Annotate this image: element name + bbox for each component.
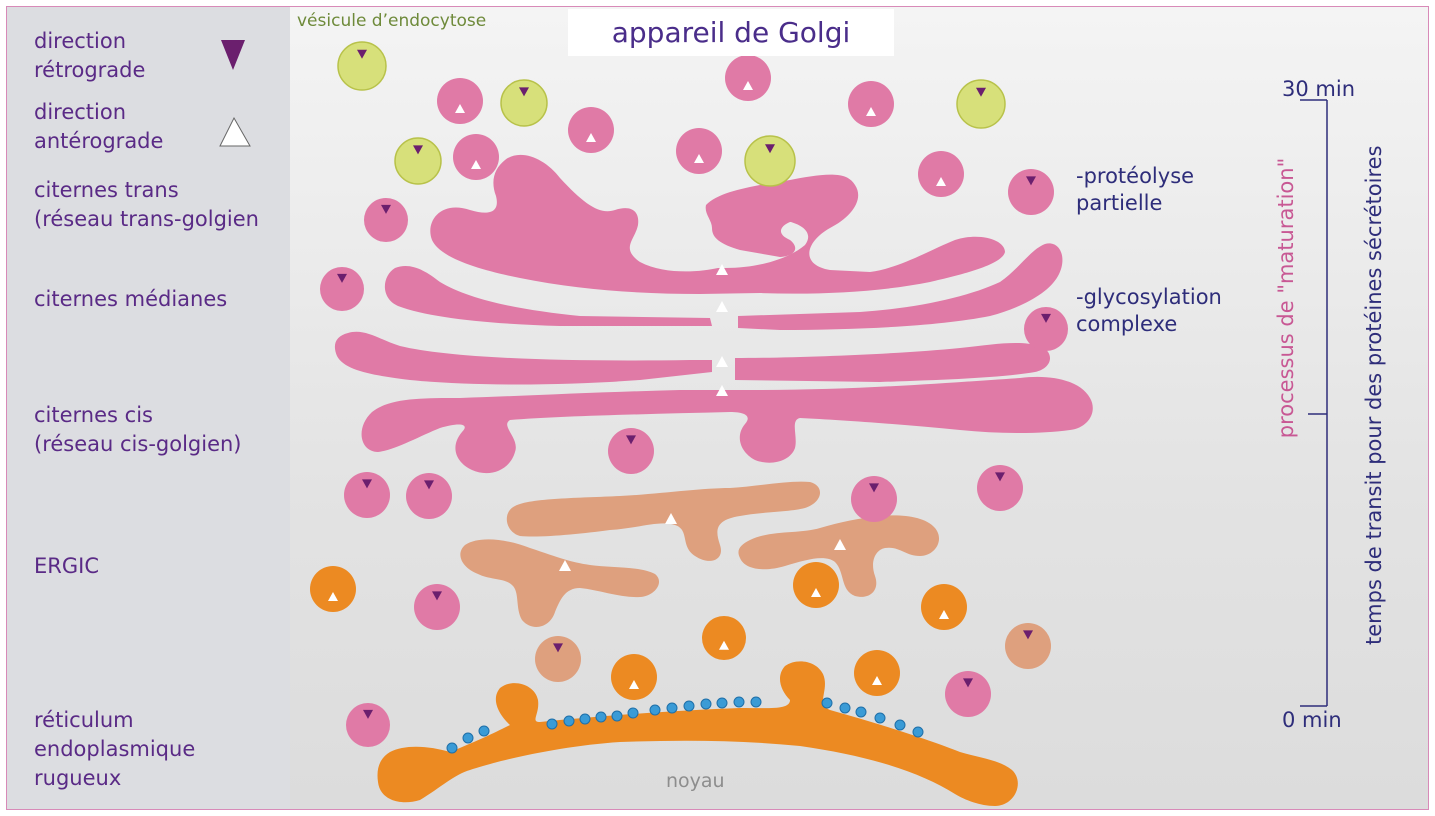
ribosome: [650, 705, 660, 715]
ribosome: [564, 716, 574, 726]
ribosome: [628, 708, 638, 718]
glycosylation-annotation: -glycosylation complexe: [1076, 284, 1222, 338]
retrograde-marker-icon: [221, 40, 245, 70]
ribosome: [895, 720, 905, 730]
ribosome: [875, 713, 885, 723]
endocytic-vesicle: [957, 80, 1005, 128]
transport-vesicle: [453, 134, 499, 180]
transport-vesicle: [568, 107, 614, 153]
transport-vesicle: [848, 81, 894, 127]
maturation-process-label: processus de "maturation": [1271, 88, 1301, 508]
transport-vesicle: [1024, 307, 1068, 351]
ribosome: [717, 698, 727, 708]
ribosome: [751, 697, 761, 707]
time-axis: [1300, 100, 1327, 706]
transport-vesicle: [535, 636, 581, 682]
transport-vesicle: [793, 562, 839, 608]
nucleus-label: noyau: [666, 770, 725, 792]
ribosome: [612, 711, 622, 721]
transport-vesicle: [977, 465, 1023, 511]
title-box: appareil de Golgi: [568, 9, 894, 56]
ribosome: [913, 727, 923, 737]
transport-vesicle: [364, 198, 408, 242]
transport-vesicle: [1005, 623, 1051, 669]
ribosome: [822, 698, 832, 708]
endocytic-vesicle-label: vésicule d’endocytose: [297, 10, 486, 32]
page-title: appareil de Golgi: [568, 15, 894, 51]
anterograde-marker-icon: [716, 356, 728, 367]
anterograde-marker-icon: [716, 301, 728, 312]
ribosome: [596, 712, 606, 722]
axis-bottom-label: 0 min: [1282, 708, 1342, 732]
medial-cisterna-3: [335, 332, 712, 385]
transit-time-label: temps de transit pour des protéines sécr…: [1359, 165, 1389, 645]
ribosome: [580, 714, 590, 724]
transport-vesicle: [608, 428, 654, 474]
cis-cisterna: [362, 377, 1093, 473]
ribosome: [856, 707, 866, 717]
proteolysis-annotation: -protéolyse partielle: [1076, 163, 1194, 217]
transport-vesicle: [725, 55, 771, 101]
transport-vesicle: [945, 671, 991, 717]
transport-vesicle: [1008, 169, 1054, 215]
anterograde-marker-icon: [220, 118, 250, 146]
transport-vesicle: [406, 473, 452, 519]
transport-vesicle: [437, 78, 483, 124]
ergic-element-2: [460, 539, 659, 627]
transport-vesicle: [854, 650, 900, 696]
ribosome: [447, 743, 457, 753]
transport-vesicle: [676, 128, 722, 174]
transport-vesicle: [346, 703, 390, 747]
ribosome: [547, 719, 557, 729]
transport-vesicle: [310, 566, 356, 612]
transport-vesicle: [851, 476, 897, 522]
transport-vesicle: [611, 654, 657, 700]
transport-vesicle: [918, 151, 964, 197]
ribosome: [734, 697, 744, 707]
medial-cisterna-4: [735, 343, 1050, 382]
endocytic-vesicle: [338, 42, 386, 90]
transport-vesicle: [921, 584, 967, 630]
ribosome: [667, 703, 677, 713]
ribosome: [701, 699, 711, 709]
endocytic-vesicle: [501, 80, 547, 126]
ribosome: [840, 703, 850, 713]
transport-vesicle: [414, 584, 460, 630]
endocytic-vesicle: [745, 136, 795, 186]
endocytic-vesicle: [395, 138, 441, 184]
ribosome: [684, 701, 694, 711]
ribosome: [479, 726, 489, 736]
transport-vesicle: [702, 616, 746, 660]
ribosome: [463, 733, 473, 743]
transport-vesicle: [344, 472, 390, 518]
transport-vesicle: [320, 267, 364, 311]
